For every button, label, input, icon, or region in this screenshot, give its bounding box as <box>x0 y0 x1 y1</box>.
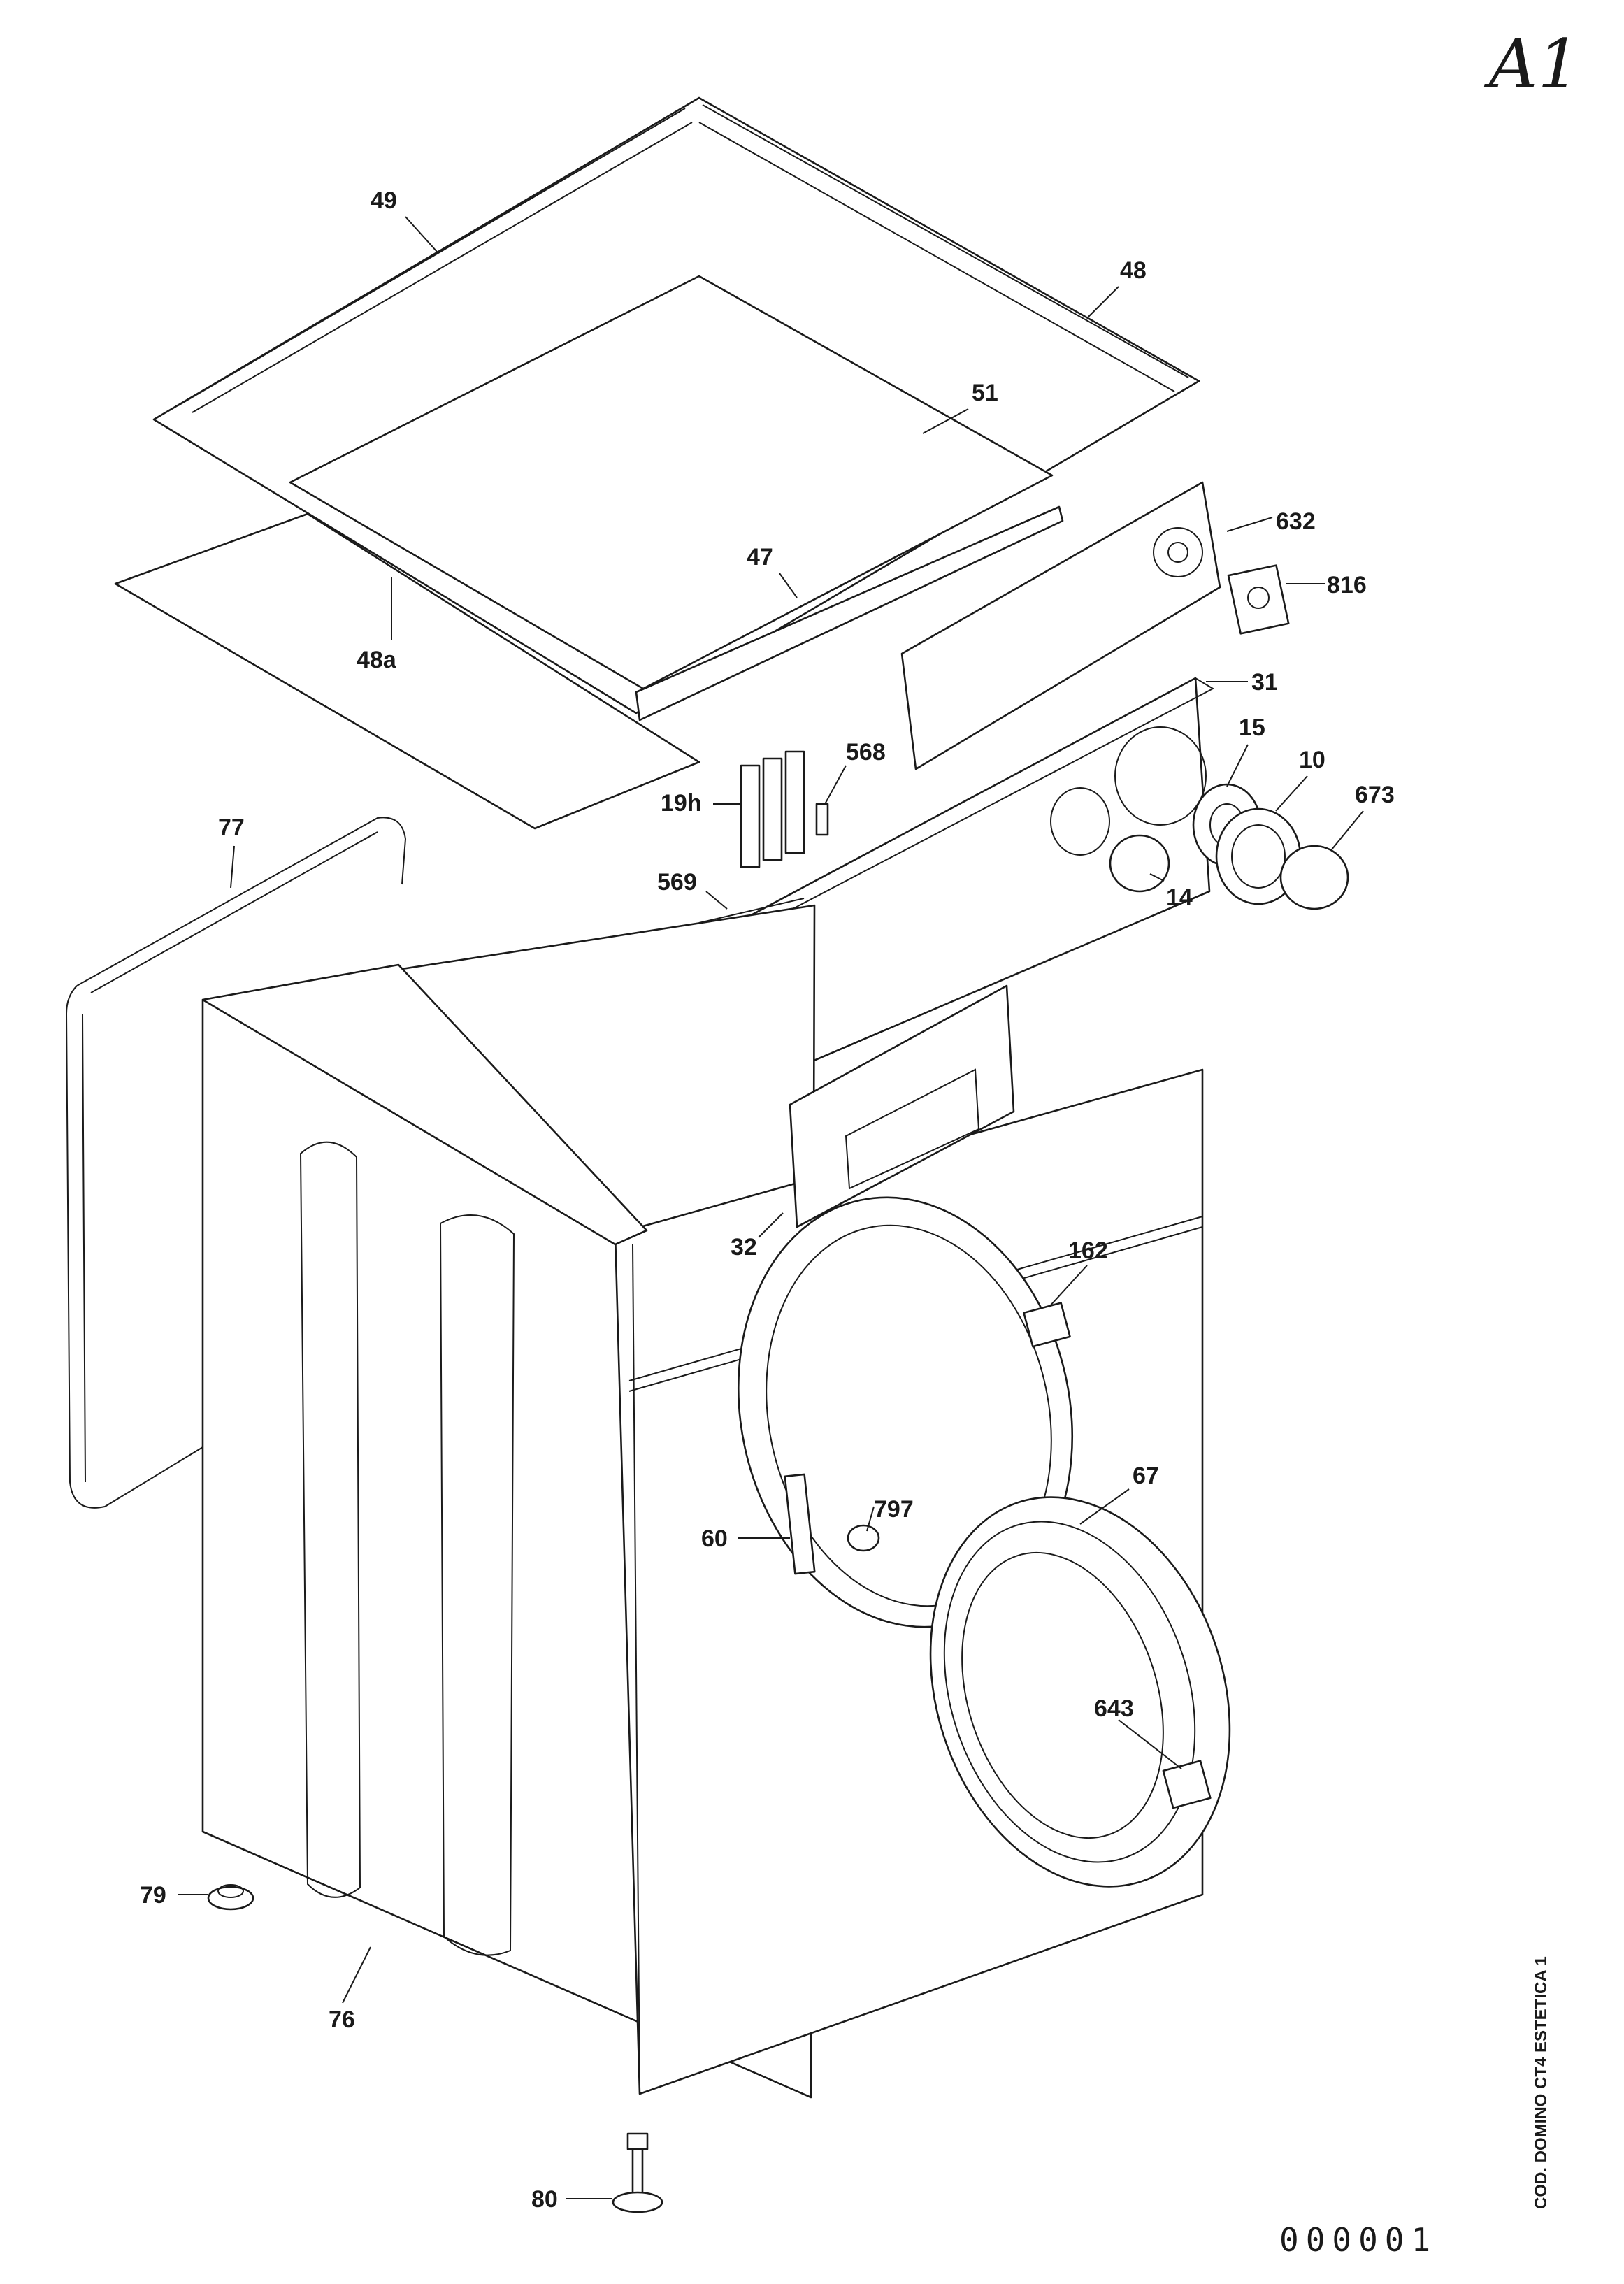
foot-base <box>612 2191 663 2213</box>
spring-568 <box>815 803 829 836</box>
label-15: 15 <box>1239 714 1265 741</box>
label-67: 67 <box>1133 1463 1159 1489</box>
callout-labels: 49 48 51 47 48a 632 816 31 15 10 673 14 … <box>140 187 1395 2213</box>
label-632: 632 <box>1276 508 1316 535</box>
side-panel-rib-left <box>299 1141 361 1898</box>
key-19h-a <box>740 764 761 868</box>
label-32: 32 <box>731 1234 757 1260</box>
button-keys-assembly <box>698 750 829 924</box>
foot-cap-79-top <box>217 1884 244 1898</box>
side-code: COD. DOMINO CT4 ESTETICA 1 <box>1532 1956 1551 2209</box>
label-80: 80 <box>531 2186 558 2213</box>
label-797: 797 <box>874 1496 914 1523</box>
label-60: 60 <box>701 1525 728 1552</box>
label-48: 48 <box>1120 257 1147 284</box>
label-79: 79 <box>140 1882 166 1909</box>
door-glass <box>961 1551 1164 1839</box>
label-48a: 48a <box>357 647 397 673</box>
label-673: 673 <box>1355 782 1395 808</box>
knob-ring-10-inner <box>1231 824 1286 889</box>
foot-screw <box>631 2148 644 2199</box>
rail-49-inner <box>192 122 693 413</box>
label-10: 10 <box>1299 747 1325 773</box>
catch-797 <box>847 1524 880 1552</box>
door-ring-67 <box>929 1496 1231 1888</box>
key-19h-b <box>762 757 783 861</box>
foot-nut <box>626 2132 649 2150</box>
knob-recess-large <box>1114 726 1207 826</box>
label-31: 31 <box>1251 669 1278 696</box>
pcb-hole <box>1247 587 1270 609</box>
label-51: 51 <box>972 380 998 406</box>
control-plate-assembly <box>900 481 1290 770</box>
label-569: 569 <box>657 869 697 896</box>
label-19h: 19h <box>661 790 702 817</box>
adjustable-foot-80 <box>612 2132 663 2213</box>
door-ring-67-inner <box>943 1521 1196 1863</box>
top-board-48a <box>114 512 700 830</box>
leader-lines <box>178 216 1364 2199</box>
drawing-number: 000001 <box>1279 2221 1437 2259</box>
drawer-handle-recess <box>845 1068 980 1190</box>
control-plate-632 <box>900 481 1221 770</box>
door-assembly <box>737 1196 1231 1888</box>
top-panel-51 <box>289 275 1054 690</box>
cabinet-edge <box>632 1244 640 2091</box>
label-49: 49 <box>371 187 397 214</box>
label-76: 76 <box>329 2006 355 2033</box>
page-mark: A1 <box>1483 25 1580 103</box>
front-trim-47 <box>635 505 1064 721</box>
label-47: 47 <box>747 544 773 570</box>
label-14: 14 <box>1166 884 1193 911</box>
door-hook-643 <box>1162 1760 1212 1809</box>
key-19h-c <box>784 750 805 854</box>
side-panel-rib-right <box>439 1214 515 1956</box>
label-816: 816 <box>1327 572 1367 598</box>
rod-569 <box>698 898 805 924</box>
label-643: 643 <box>1094 1695 1134 1722</box>
top-lid-assembly <box>152 96 1200 721</box>
cabinet-top-rim <box>201 963 648 1246</box>
label-77: 77 <box>218 814 245 841</box>
plate-hole-inner <box>1167 542 1188 563</box>
lock-60 <box>784 1473 816 1575</box>
plate-hole <box>1153 527 1203 577</box>
knob-recess-small <box>1050 787 1110 856</box>
knob-14 <box>1109 834 1170 893</box>
rear-gasket-77-inner <box>82 831 378 1483</box>
rail-48-inner <box>698 122 1175 392</box>
rail-49 <box>178 108 686 406</box>
label-568: 568 <box>846 739 886 766</box>
rear-gasket-77 <box>65 817 407 1509</box>
pcb-816 <box>1227 564 1290 635</box>
hinge-162 <box>1023 1302 1071 1348</box>
knob-673 <box>1279 845 1349 910</box>
detergent-drawer-32 <box>789 984 1015 1228</box>
rail-48 <box>702 104 1189 378</box>
label-162: 162 <box>1068 1237 1108 1264</box>
